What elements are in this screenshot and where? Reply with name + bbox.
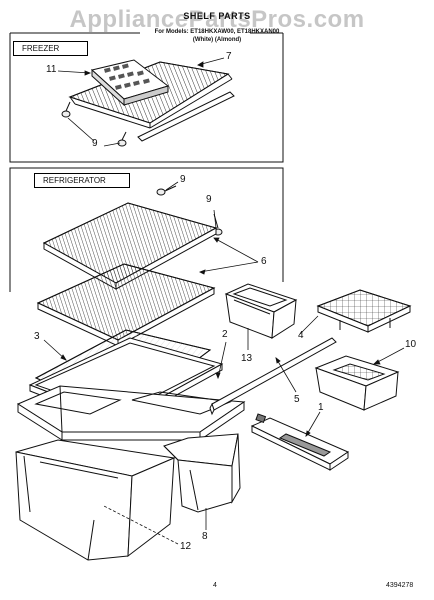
refrigerator-leader-lines	[43, 181, 405, 545]
model-numbers: For Models: ET18HKXAW00, ET18HKXAN00	[154, 29, 280, 35]
freezer-leader-lines	[57, 57, 225, 147]
control-housing	[250, 413, 350, 471]
callout-5: 5	[294, 394, 300, 405]
callout-11: 11	[46, 64, 57, 75]
ice-tray	[90, 59, 170, 107]
refrigerator-frame	[9, 167, 284, 292]
document-number: 4394278	[386, 582, 414, 589]
callout-3: 3	[34, 331, 40, 342]
callout-8: 8	[202, 531, 208, 542]
crisper-drawer-left	[15, 439, 176, 561]
small-wire-shelf	[316, 289, 412, 333]
callout-9-right: 9	[206, 194, 212, 205]
watermark: AppliancePartsPros.com	[69, 6, 365, 33]
callout-10: 10	[405, 339, 417, 350]
page-number: 4	[213, 582, 217, 589]
page-title: SHELF PARTS	[183, 11, 251, 21]
sliding-drawer	[314, 355, 400, 411]
freezer-frame	[9, 32, 284, 163]
drawer-rail	[209, 337, 337, 416]
crisper-cover-frame	[16, 385, 246, 441]
refrigerator-shelf-support-top	[156, 185, 177, 196]
callout-9-freezer: 9	[92, 138, 98, 149]
color-variants: (White) (Almond)	[192, 37, 242, 43]
refrigerator-wire-shelf-lower	[36, 263, 216, 347]
callout-6: 6	[261, 256, 267, 267]
callout-9-top: 9	[180, 174, 186, 185]
freezer-label: FREEZER	[13, 41, 88, 56]
callout-1: 1	[318, 402, 324, 413]
callout-13: 13	[241, 353, 253, 364]
freezer-shelf-support-right	[117, 131, 127, 147]
refrigerator-label: REFRIGERATOR	[34, 173, 130, 188]
crisper-drawer-right	[163, 433, 241, 513]
callout-4: 4	[298, 330, 304, 341]
callout-7: 7	[226, 51, 232, 62]
callout-12: 12	[180, 541, 192, 552]
freezer-shelf-support-left	[61, 101, 71, 118]
deli-bin	[224, 283, 298, 339]
callout-2: 2	[222, 329, 228, 340]
